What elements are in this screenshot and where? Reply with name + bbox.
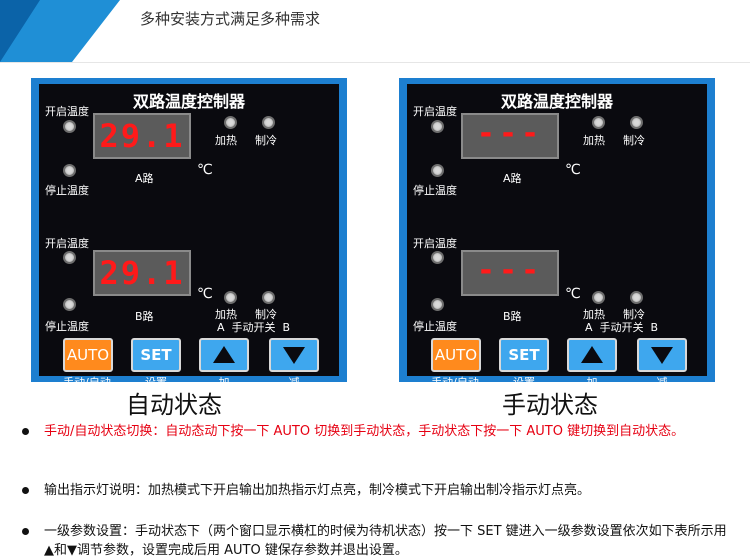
b-channel-label: B路	[503, 310, 522, 323]
a-stop-indicator-led	[63, 164, 76, 177]
a-heat-led	[592, 116, 605, 129]
a-temp-value: 29.1	[99, 117, 185, 155]
down-button[interactable]	[269, 338, 319, 372]
controller-title: 双路温度控制器	[132, 92, 245, 111]
b-cool-label: 制冷	[623, 308, 645, 321]
b-heat-label: 加热	[583, 308, 605, 321]
bullet-dot	[22, 528, 29, 535]
b-unit-celsius: ℃	[565, 286, 581, 302]
a-channel-label: A路	[503, 172, 522, 185]
section-header: 多种安装方式满足多种需求	[0, 0, 750, 62]
bullet-text: 输出指示灯说明：加热模式下开启输出加热指示灯点亮，制冷模式下开启输出制冷指示灯点…	[44, 483, 591, 498]
bullet-dot	[22, 487, 29, 494]
a-heat-label: 加热	[215, 134, 237, 147]
arrow-down-icon	[651, 347, 673, 364]
manual-switch-label: A 手动开关 B	[217, 321, 291, 334]
set-button[interactable]: SET	[131, 338, 181, 372]
b-cool-led	[630, 291, 643, 304]
up-button[interactable]	[567, 338, 617, 372]
a-open-temp-label: 开启温度	[413, 105, 457, 118]
header-divider	[0, 62, 750, 63]
manual-switch-label: A 手动开关 B	[585, 321, 659, 334]
a-stop-temp-label: 停止温度	[45, 184, 89, 197]
down-button-label: 减	[288, 376, 300, 389]
up-button[interactable]	[199, 338, 249, 372]
down-button-label: 减	[656, 376, 668, 389]
a-open-indicator-led	[431, 120, 444, 133]
auto-button-label: 手动/自动	[431, 376, 479, 389]
controller-title: 双路温度控制器	[500, 92, 613, 111]
a-unit-celsius: ℃	[197, 162, 213, 178]
b-open-temp-label: 开启温度	[413, 237, 457, 250]
a-cool-label: 制冷	[623, 134, 645, 147]
bullet-text: 一级参数设置：手动状态下（两个窗口显示横杠的时候为待机状态）按一下 SET 键进…	[44, 524, 727, 558]
auto-button-label: 手动/自动	[63, 376, 111, 389]
set-button[interactable]: SET	[499, 338, 549, 372]
controller-panel-auto: 双路温度控制器 开启温度 停止温度 29.1 ℃ A路 加热 制冷 开启温度 停…	[31, 78, 347, 389]
a-cool-led	[630, 116, 643, 129]
b-cool-label: 制冷	[255, 308, 277, 321]
b-stop-indicator-led	[431, 298, 444, 311]
b-heat-led	[592, 291, 605, 304]
down-button[interactable]	[637, 338, 687, 372]
a-heat-label: 加热	[583, 134, 605, 147]
a-channel-label: A路	[135, 172, 154, 185]
b-temp-display: 29.1	[93, 250, 191, 296]
b-standby-dashes: ---	[476, 253, 544, 288]
b-heat-led	[224, 291, 237, 304]
controller-panel-manual: 双路温度控制器 开启温度 停止温度 --- ℃ A路 加热 制冷 开启温度 停止…	[399, 78, 715, 389]
controller-face: 双路温度控制器 开启温度 停止温度 29.1 ℃ A路 加热 制冷 开启温度 停…	[39, 84, 339, 389]
arrow-down-icon	[283, 347, 305, 364]
bullet-dot	[22, 428, 29, 435]
arrow-up-icon	[213, 346, 235, 363]
b-stop-indicator-led	[63, 298, 76, 311]
auto-state-caption: 自动状态	[126, 391, 222, 419]
a-unit-celsius: ℃	[565, 162, 581, 178]
a-open-temp-label: 开启温度	[45, 105, 89, 118]
b-temp-display: ---	[461, 250, 559, 296]
a-stop-indicator-led	[431, 164, 444, 177]
controller-face: 双路温度控制器 开启温度 停止温度 --- ℃ A路 加热 制冷 开启温度 停止…	[407, 84, 707, 389]
a-standby-dashes: ---	[476, 116, 544, 151]
a-stop-temp-label: 停止温度	[413, 184, 457, 197]
section-title: 多种安装方式满足多种需求	[140, 10, 321, 28]
set-button-label: 设置	[513, 376, 535, 389]
manual-state-caption: 手动状态	[502, 391, 598, 419]
b-open-indicator-led	[431, 251, 444, 264]
bullet-text: 手动/自动状态切换：自动态动下按一下 AUTO 切换到手动状态，手动状态下按一下…	[44, 424, 685, 439]
b-open-indicator-led	[63, 251, 76, 264]
b-unit-celsius: ℃	[197, 286, 213, 302]
b-stop-temp-label: 停止温度	[413, 320, 457, 333]
a-cool-label: 制冷	[255, 134, 277, 147]
a-temp-display: 29.1	[93, 113, 191, 159]
arrow-up-icon	[581, 346, 603, 363]
auto-button[interactable]: AUTO	[431, 338, 481, 372]
auto-button[interactable]: AUTO	[63, 338, 113, 372]
b-cool-led	[262, 291, 275, 304]
b-channel-label: B路	[135, 310, 154, 323]
a-cool-led	[262, 116, 275, 129]
b-heat-label: 加热	[215, 308, 237, 321]
b-stop-temp-label: 停止温度	[45, 320, 89, 333]
a-open-indicator-led	[63, 120, 76, 133]
a-heat-led	[224, 116, 237, 129]
up-button-label: 加	[586, 376, 598, 389]
set-button-label: 设置	[145, 376, 167, 389]
up-button-label: 加	[218, 376, 230, 389]
b-temp-value: 29.1	[99, 254, 185, 292]
a-temp-display: ---	[461, 113, 559, 159]
b-open-temp-label: 开启温度	[45, 237, 89, 250]
